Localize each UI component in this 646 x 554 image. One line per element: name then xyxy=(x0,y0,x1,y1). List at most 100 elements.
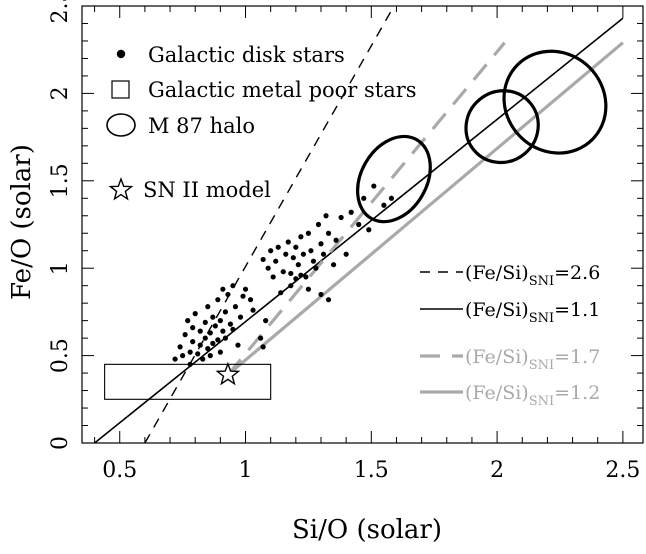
disk-star-point xyxy=(247,297,254,303)
disk-star-point xyxy=(310,258,317,264)
plot-frame xyxy=(81,5,644,444)
legend-label-disk-stars: Galactic disk stars xyxy=(148,43,345,67)
disk-star-point xyxy=(295,262,301,268)
disk-star-point xyxy=(172,356,178,362)
disk-star-point xyxy=(366,227,372,233)
disk-star-point xyxy=(325,297,332,303)
line-legend-label: (Fe/Si)SNI=1.2 xyxy=(465,382,600,409)
legend-square-symbol xyxy=(111,80,130,99)
disk-star-point xyxy=(250,307,256,313)
disk-star-point xyxy=(308,248,314,254)
disk-star-point xyxy=(190,325,196,331)
legend-star-symbol xyxy=(108,176,134,201)
disk-star-point xyxy=(388,195,395,201)
legend-star-shape xyxy=(108,176,134,201)
m87-halo-ellipse xyxy=(464,89,540,165)
disk-star-point xyxy=(202,319,208,325)
disk-star-point xyxy=(207,330,213,336)
disk-star-point xyxy=(187,349,193,355)
disk-star-point xyxy=(260,344,266,350)
disk-star-point xyxy=(305,286,312,292)
disk-star-point xyxy=(197,342,203,348)
disk-star-point xyxy=(207,353,213,359)
disk-star-point xyxy=(210,314,216,320)
disk-star-point xyxy=(220,286,226,292)
disk-star-point xyxy=(300,251,306,257)
disk-star-point xyxy=(278,290,284,296)
y-axis-title: Fe/O (solar) xyxy=(7,144,37,300)
region-shapes xyxy=(104,49,608,400)
disk-star-point xyxy=(235,342,241,348)
model-line-3 xyxy=(226,41,506,376)
disk-star-point xyxy=(330,262,337,268)
disk-star-point xyxy=(177,344,183,350)
disk-star-point xyxy=(263,318,269,324)
disk-star-point xyxy=(192,311,198,317)
disk-star-point xyxy=(237,314,244,320)
disk-star-point xyxy=(315,221,322,228)
y-tick-label: 1.5 xyxy=(48,163,73,198)
disk-star-point xyxy=(288,283,294,289)
plot-border xyxy=(81,5,644,444)
disk-star-point xyxy=(230,326,236,332)
disk-star-point xyxy=(260,256,266,263)
disk-star-point xyxy=(185,318,191,324)
disk-star-point xyxy=(288,270,294,277)
disk-star-point xyxy=(215,297,221,303)
y-tick-label: 2 xyxy=(48,86,73,100)
disk-star-point xyxy=(210,340,216,346)
disk-star-points xyxy=(172,183,395,367)
disk-star-point xyxy=(298,272,304,278)
disk-star-point xyxy=(222,309,228,315)
disk-star-point xyxy=(338,214,344,221)
disk-star-point xyxy=(222,335,228,341)
disk-star-point xyxy=(195,351,201,357)
legend-ellipse-symbol xyxy=(106,113,136,137)
x-tick-label: 1.5 xyxy=(354,458,389,483)
m87-halo-ellipse xyxy=(356,134,432,224)
disk-star-point xyxy=(303,274,309,280)
m87-halo-ellipse xyxy=(502,49,608,155)
metal-poor-stars-box xyxy=(104,363,272,400)
x-tick-label: 2.5 xyxy=(605,458,640,483)
model-line-2 xyxy=(94,17,624,443)
disk-star-point xyxy=(265,265,271,271)
disk-star-point xyxy=(217,349,223,355)
disk-star-point xyxy=(205,346,211,352)
disk-star-point xyxy=(290,255,296,261)
disk-star-point xyxy=(182,332,188,338)
disk-star-point xyxy=(270,274,276,280)
model-lines xyxy=(94,6,624,443)
disk-star-point xyxy=(215,337,221,343)
disk-star-point xyxy=(381,202,387,208)
disk-star-point xyxy=(275,244,281,250)
disk-star-point xyxy=(280,269,286,275)
line-legend: (Fe/Si)SNI=2.6(Fe/Si)SNI=1.1(Fe/Si)SNI=1… xyxy=(420,262,600,409)
x-tick-label: 2 xyxy=(490,458,504,483)
disk-star-point xyxy=(285,239,291,245)
disk-star-point xyxy=(320,251,327,257)
disk-star-point xyxy=(343,251,349,257)
disk-star-point xyxy=(217,318,223,324)
y-tick-label: 0.5 xyxy=(48,338,73,373)
disk-star-point xyxy=(200,356,206,362)
disk-star-point xyxy=(273,258,279,264)
legend: Galactic disk stars Galactic metal poor … xyxy=(106,43,417,202)
disk-star-point xyxy=(212,323,218,329)
disk-star-point xyxy=(318,291,324,298)
disk-star-point xyxy=(298,234,304,240)
disk-star-point xyxy=(305,230,312,236)
legend-label-metal-poor: Galactic metal poor stars xyxy=(148,78,417,102)
model-line-4 xyxy=(226,41,624,377)
disk-star-point xyxy=(205,304,211,310)
disk-star-point xyxy=(180,353,186,359)
line-legend-label: (Fe/Si)SNI=2.6 xyxy=(465,262,600,289)
disk-star-point xyxy=(361,195,367,201)
disk-star-point xyxy=(197,328,203,334)
disk-star-point xyxy=(313,265,319,271)
disk-star-point xyxy=(230,283,236,289)
sn2-model-star xyxy=(215,361,241,386)
